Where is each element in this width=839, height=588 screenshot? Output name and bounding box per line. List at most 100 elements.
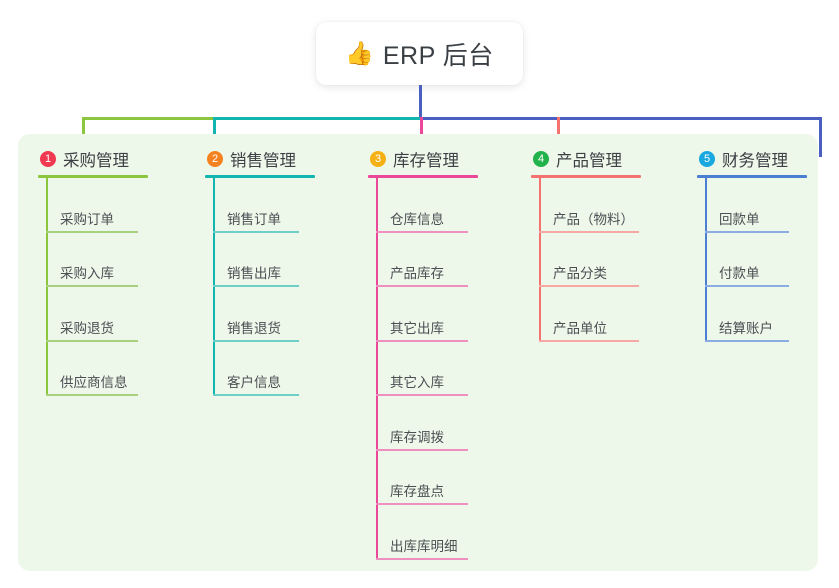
branch-badge-sales: 2 (207, 151, 223, 167)
leaf-label: 库存盘点 (390, 484, 444, 499)
branch-rule-product (531, 175, 641, 178)
leaf-list-finance: 回款单付款单结算账户 (697, 178, 807, 342)
branches-panel (18, 134, 818, 571)
branch-title-product: 产品管理 (556, 152, 622, 170)
branch-title-finance: 财务管理 (722, 152, 788, 170)
leaf-label: 销售订单 (227, 211, 281, 227)
leaf-item[interactable]: 销售退货 (205, 287, 321, 342)
leaf-rule (46, 285, 138, 287)
branch-header-sales[interactable]: 2 销售管理 (205, 148, 315, 170)
branch-badge-inventory: 3 (370, 151, 386, 167)
branch-spine-product (539, 178, 541, 342)
leaf-label: 产品分类 (553, 266, 607, 281)
leaf-item[interactable]: 产品单位 (531, 287, 661, 342)
branch-badge-product: 4 (533, 151, 549, 167)
branch-title-sales: 销售管理 (230, 152, 296, 170)
leaf-rule (539, 230, 639, 233)
branch-badge-purchase: 1 (40, 151, 56, 167)
root-node[interactable]: 👍 ERP 后台 (316, 22, 523, 85)
segment-teal (214, 117, 421, 120)
leaf-item[interactable]: 结算账户 (697, 287, 811, 342)
leaf-item[interactable]: 采购入库 (38, 233, 160, 287)
branch-title-purchase: 采购管理 (63, 152, 129, 170)
leaf-rule (705, 230, 789, 233)
leaf-item[interactable]: 其它出库 (368, 287, 490, 342)
leaf-label: 回款单 (719, 211, 760, 227)
thumbs-up-icon: 👍 (345, 40, 374, 66)
leaf-rule (539, 339, 639, 342)
branch-rule-sales (205, 175, 315, 178)
leaf-item[interactable]: 库存盘点 (368, 451, 490, 505)
branch-rule-purchase (38, 175, 148, 178)
leaf-label: 出库库明细 (390, 538, 458, 554)
leaf-item[interactable]: 回款单 (697, 178, 811, 233)
leaf-rule (376, 503, 468, 505)
leaf-item[interactable]: 出库库明细 (368, 505, 490, 560)
leaf-label: 付款单 (719, 266, 760, 281)
leaf-item[interactable]: 供应商信息 (38, 342, 160, 396)
stub-finance (819, 117, 822, 157)
leaf-rule (376, 285, 468, 287)
leaf-item[interactable]: 库存调拨 (368, 396, 490, 451)
leaf-item[interactable]: 仓库信息 (368, 178, 490, 233)
leaf-rule (213, 394, 299, 396)
leaf-label: 采购订单 (60, 211, 114, 227)
leaf-item[interactable]: 其它入库 (368, 342, 490, 396)
leaf-list-purchase: 采购订单采购入库采购退货供应商信息 (38, 178, 148, 396)
branch-header-inventory[interactable]: 3 库存管理 (368, 148, 478, 170)
leaf-list-sales: 销售订单销售出库销售退货客户信息 (205, 178, 315, 396)
leaf-label: 其它入库 (390, 375, 444, 390)
branch-rule-finance (697, 175, 807, 178)
leaf-label: 采购退货 (60, 320, 114, 336)
segment-green (82, 117, 214, 120)
branch-title-inventory: 库存管理 (393, 152, 459, 170)
leaf-label: 其它出库 (390, 320, 444, 336)
leaf-rule (213, 339, 299, 342)
leaf-label: 结算账户 (719, 320, 773, 336)
leaf-label: 库存调拨 (390, 429, 444, 445)
branch-spine-inventory (376, 178, 378, 560)
leaf-label: 供应商信息 (60, 375, 128, 390)
leaf-label: 客户信息 (227, 375, 281, 390)
leaf-rule (376, 339, 468, 342)
leaf-rule (705, 285, 789, 287)
leaf-rule (705, 339, 789, 342)
branch-spine-sales (213, 178, 215, 396)
leaf-rule (46, 394, 138, 396)
leaf-rule (213, 230, 299, 233)
leaf-list-product: 产品（物料）产品分类产品单位 (531, 178, 641, 342)
branch-header-product[interactable]: 4 产品管理 (531, 148, 641, 170)
leaf-label: 销售退货 (227, 320, 281, 336)
trunk-line (419, 85, 422, 119)
leaf-item[interactable]: 销售订单 (205, 178, 321, 233)
leaf-item[interactable]: 客户信息 (205, 342, 321, 396)
branch-sales[interactable]: 2 销售管理销售订单销售出库销售退货客户信息 (205, 148, 315, 396)
leaf-rule (46, 230, 138, 233)
leaf-label: 产品（物料） (553, 211, 634, 227)
leaf-item[interactable]: 销售出库 (205, 233, 321, 287)
branch-spine-finance (705, 178, 707, 342)
leaf-rule (376, 557, 468, 560)
branch-spine-purchase (46, 178, 48, 396)
leaf-item[interactable]: 产品（物料） (531, 178, 661, 233)
leaf-item[interactable]: 采购订单 (38, 178, 160, 233)
leaf-item[interactable]: 采购退货 (38, 287, 160, 342)
leaf-item[interactable]: 产品库存 (368, 233, 490, 287)
leaf-list-inventory: 仓库信息产品库存其它出库其它入库库存调拨库存盘点出库库明细 (368, 178, 478, 560)
branch-header-purchase[interactable]: 1 采购管理 (38, 148, 148, 170)
leaf-rule (539, 285, 639, 287)
leaf-label: 销售出库 (227, 266, 281, 281)
leaf-rule (376, 394, 468, 396)
leaf-label: 仓库信息 (390, 211, 444, 227)
leaf-item[interactable]: 产品分类 (531, 233, 661, 287)
leaf-item[interactable]: 付款单 (697, 233, 811, 287)
leaf-rule (376, 230, 468, 233)
leaf-rule (213, 285, 299, 287)
leaf-rule (376, 448, 468, 451)
